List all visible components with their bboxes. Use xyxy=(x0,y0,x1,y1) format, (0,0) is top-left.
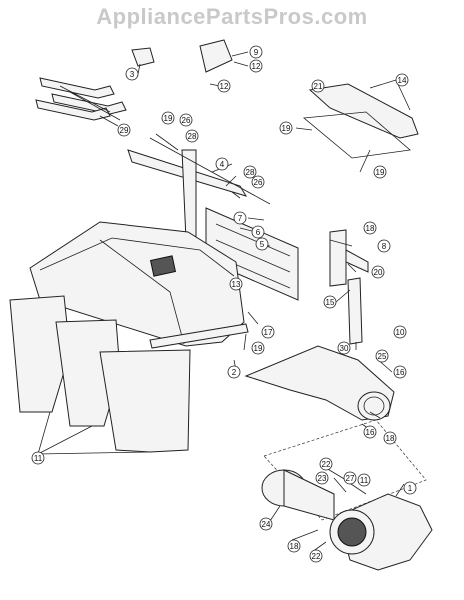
svg-text:25: 25 xyxy=(378,352,387,361)
callout-5: 5 xyxy=(255,237,269,251)
svg-text:18: 18 xyxy=(386,434,395,443)
callout-13: 13 xyxy=(229,277,243,291)
grass-bags xyxy=(9,295,191,453)
callout-6: 6 xyxy=(251,225,265,239)
callout-labels: 3 9 12 12 14 21 19 19 29 19 26 28 4 28 2… xyxy=(31,45,417,563)
svg-text:18: 18 xyxy=(366,224,375,233)
svg-text:20: 20 xyxy=(374,268,383,277)
callout-20: 20 xyxy=(371,265,385,279)
svg-text:17: 17 xyxy=(264,328,273,337)
svg-text:9: 9 xyxy=(254,48,259,57)
svg-text:1: 1 xyxy=(408,484,413,493)
callout-4: 4 xyxy=(215,157,229,171)
chute-tube xyxy=(244,345,395,421)
callout-14: 14 xyxy=(395,73,409,87)
svg-text:3: 3 xyxy=(130,70,135,79)
callout-22: 22 xyxy=(319,457,333,471)
callout-18c: 18 xyxy=(287,539,301,553)
svg-text:30: 30 xyxy=(340,344,349,353)
callout-24: 24 xyxy=(259,517,273,531)
bagger-lid xyxy=(29,221,245,347)
svg-text:15: 15 xyxy=(326,298,335,307)
callout-8: 8 xyxy=(377,239,391,253)
svg-text:2: 2 xyxy=(232,368,237,377)
callout-11: 11 xyxy=(31,451,45,465)
svg-text:16: 16 xyxy=(366,428,375,437)
callout-15: 15 xyxy=(323,295,337,309)
callout-11b: 11 xyxy=(357,473,371,487)
callout-7: 7 xyxy=(233,211,247,225)
callout-18a: 18 xyxy=(363,221,377,235)
bracket-part xyxy=(131,47,155,67)
callout-21: 21 xyxy=(311,79,325,93)
hood-assembly xyxy=(303,83,419,159)
watermark: AppliancePartsPros.com xyxy=(96,4,368,29)
frame-rail xyxy=(149,323,249,349)
svg-text:19: 19 xyxy=(282,124,291,133)
svg-text:22: 22 xyxy=(322,460,331,469)
callout-28a: 28 xyxy=(185,129,199,143)
svg-text:4: 4 xyxy=(220,160,225,169)
callout-18b: 18 xyxy=(383,431,397,445)
callout-22b: 22 xyxy=(309,549,323,563)
callout-23: 23 xyxy=(315,471,329,485)
callout-30: 30 xyxy=(337,341,351,355)
callout-29: 29 xyxy=(117,123,131,137)
svg-text:18: 18 xyxy=(290,542,299,551)
svg-text:13: 13 xyxy=(232,280,241,289)
callout-26b: 26 xyxy=(251,175,265,189)
svg-text:26: 26 xyxy=(182,116,191,125)
callout-19c: 19 xyxy=(161,111,175,125)
callout-19d: 19 xyxy=(251,341,265,355)
deflector-part xyxy=(199,39,233,73)
svg-text:6: 6 xyxy=(256,228,261,237)
callout-19b: 19 xyxy=(373,165,387,179)
callout-28b: 28 xyxy=(243,165,257,179)
callout-12a: 12 xyxy=(249,59,263,73)
svg-text:29: 29 xyxy=(120,126,129,135)
svg-text:22: 22 xyxy=(312,552,321,561)
svg-text:28: 28 xyxy=(188,132,197,141)
callout-1: 1 xyxy=(403,481,417,495)
svg-text:8: 8 xyxy=(382,242,387,251)
svg-text:28: 28 xyxy=(246,168,255,177)
svg-text:5: 5 xyxy=(260,240,265,249)
svg-text:16: 16 xyxy=(396,368,405,377)
lower-chute xyxy=(261,469,433,571)
callout-2: 2 xyxy=(227,365,241,379)
callout-27: 27 xyxy=(343,471,357,485)
callout-19a: 19 xyxy=(279,121,293,135)
callout-10: 10 xyxy=(393,325,407,339)
svg-text:11: 11 xyxy=(34,454,43,463)
svg-text:14: 14 xyxy=(398,76,407,85)
svg-text:12: 12 xyxy=(252,62,261,71)
callout-26a: 26 xyxy=(179,113,193,127)
svg-text:10: 10 xyxy=(396,328,405,337)
svg-text:24: 24 xyxy=(262,520,271,529)
svg-text:19: 19 xyxy=(164,114,173,123)
svg-text:11: 11 xyxy=(360,476,369,485)
support-bracket xyxy=(329,229,369,345)
mower-blades xyxy=(35,77,127,121)
svg-text:12: 12 xyxy=(220,82,229,91)
svg-text:27: 27 xyxy=(346,474,355,483)
svg-text:26: 26 xyxy=(254,178,263,187)
callout-16a: 16 xyxy=(393,365,407,379)
callout-17: 17 xyxy=(261,325,275,339)
callout-25: 25 xyxy=(375,349,389,363)
svg-text:7: 7 xyxy=(238,214,243,223)
svg-text:19: 19 xyxy=(376,168,385,177)
callout-16b: 16 xyxy=(363,425,377,439)
frame-arms xyxy=(127,133,271,241)
callout-3: 3 xyxy=(125,67,139,81)
callout-12b: 12 xyxy=(217,79,231,93)
svg-text:19: 19 xyxy=(254,344,263,353)
callout-9: 9 xyxy=(249,45,263,59)
svg-text:21: 21 xyxy=(314,82,323,91)
svg-text:23: 23 xyxy=(318,474,327,483)
